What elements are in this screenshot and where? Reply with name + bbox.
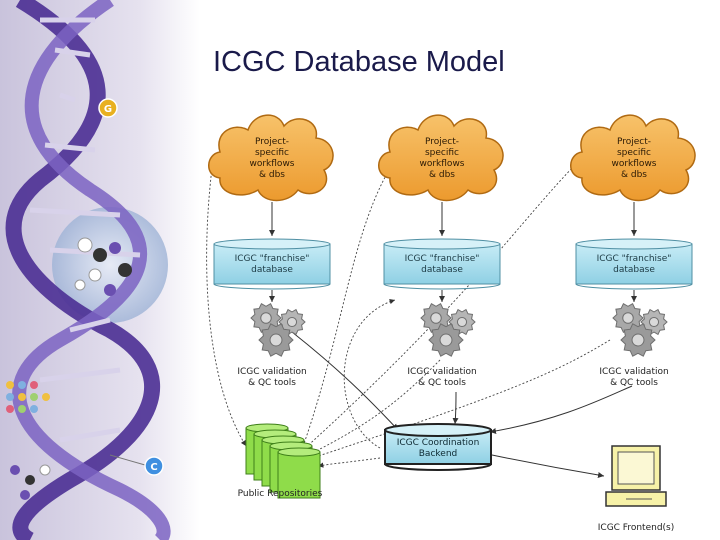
database-label: ICGC "franchise"database	[405, 254, 480, 275]
svg-text:G: G	[104, 104, 112, 115]
franchise-database: ICGC "franchise"database	[575, 238, 693, 290]
dna-illustration: G C	[0, 0, 200, 540]
franchise-database: ICGC "franchise"database	[213, 238, 331, 290]
frontend-computer-icon	[605, 445, 667, 507]
repositories-label: Public Repositories	[238, 489, 323, 499]
validation-gears-icon	[612, 303, 668, 357]
dna-badge-c: C	[109, 454, 164, 476]
franchise-database: ICGC "franchise"database	[383, 238, 501, 290]
database-label: ICGC "franchise"database	[597, 254, 672, 275]
validation-gears-icon	[250, 303, 306, 357]
page-title: ICGC Database Model	[213, 46, 505, 78]
svg-text:C: C	[150, 462, 157, 473]
database-label: ICGC "franchise"database	[235, 254, 310, 275]
public-repositories-icon	[245, 423, 321, 499]
validation-tools-label: ICGC validation& QC tools	[407, 367, 476, 388]
validation-gears-icon	[420, 303, 476, 357]
connectors	[206, 159, 637, 478]
frontend-label: ICGC Frontend(s)	[598, 523, 675, 533]
dna-badge-g: G	[98, 98, 118, 118]
validation-tools-label: ICGC validation& QC tools	[237, 367, 306, 388]
validation-tools-label: ICGC validation& QC tools	[599, 367, 668, 388]
